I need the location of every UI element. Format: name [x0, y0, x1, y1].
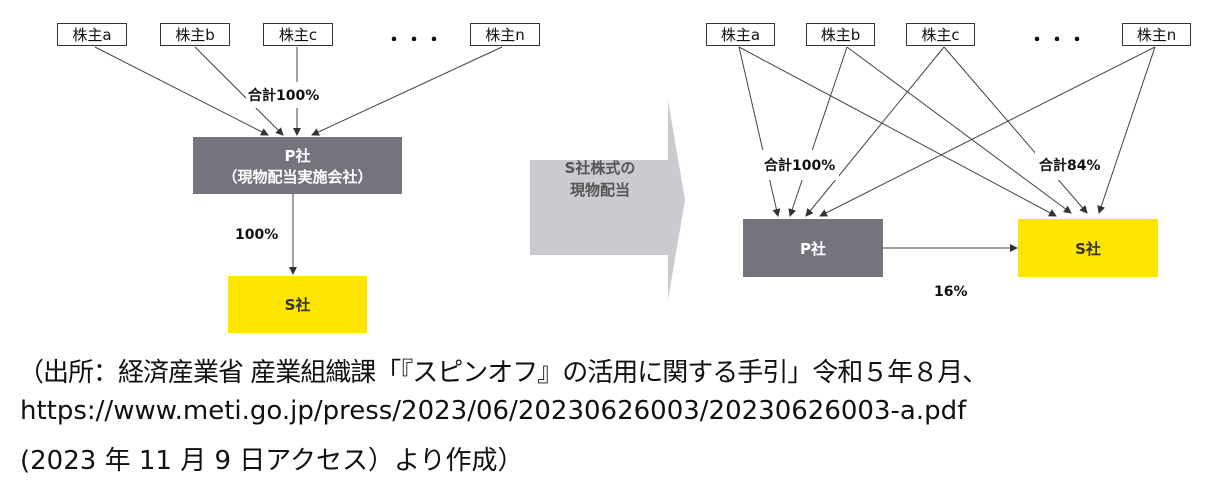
shareholder-n: 株主n: [470, 23, 540, 46]
s-total-label: 合計84%: [1035, 150, 1105, 180]
p-company-name: P社: [800, 239, 826, 258]
transition-line2: 現物配当: [569, 181, 630, 199]
transition-arrow-icon: [530, 100, 685, 300]
shareholder-a: 株主a: [706, 23, 775, 46]
transition-line1: S社株式の: [564, 159, 636, 177]
source-url: https://www.meti.go.jp/press/2023/06/202…: [20, 396, 967, 426]
shareholder-c: 株主c: [263, 23, 333, 46]
p-total-label: 合計100%: [760, 150, 840, 180]
total-label: 合計100%: [246, 82, 322, 108]
shareholder-c: 株主c: [906, 23, 975, 46]
ownership-label: 100%: [233, 227, 281, 243]
p-company-box: P社 （現物配当実施会社）: [193, 137, 402, 194]
connector-lines: [94, 46, 1156, 275]
transition-label: S社株式の 現物配当: [540, 157, 660, 201]
shareholder-b: 株主b: [806, 23, 875, 46]
source-line1: （出所：経済産業省 産業組織課「『スピンオフ』の活用に関する手引」令和５年８月、: [18, 358, 988, 388]
shareholder-n: 株主n: [1122, 23, 1191, 46]
p-company-subtitle: （現物配当実施会社）: [222, 167, 373, 186]
s-company-box: S社: [1018, 219, 1158, 277]
source-line3: (2023 年 11 月 9 日アクセス）より作成）: [20, 446, 524, 476]
p-company-box: P社: [743, 219, 883, 277]
s-company-name: S社: [284, 296, 311, 314]
ownership-label: 16%: [932, 284, 970, 300]
p-company-name: P社: [284, 146, 311, 165]
shareholder-a: 株主a: [57, 23, 127, 46]
s-company-box: S社: [228, 276, 367, 333]
ellipsis: ・・・: [1028, 30, 1088, 51]
s-company-name: S社: [1075, 239, 1101, 258]
ellipsis: ・・・: [385, 30, 445, 51]
shareholder-b: 株主b: [160, 23, 230, 46]
